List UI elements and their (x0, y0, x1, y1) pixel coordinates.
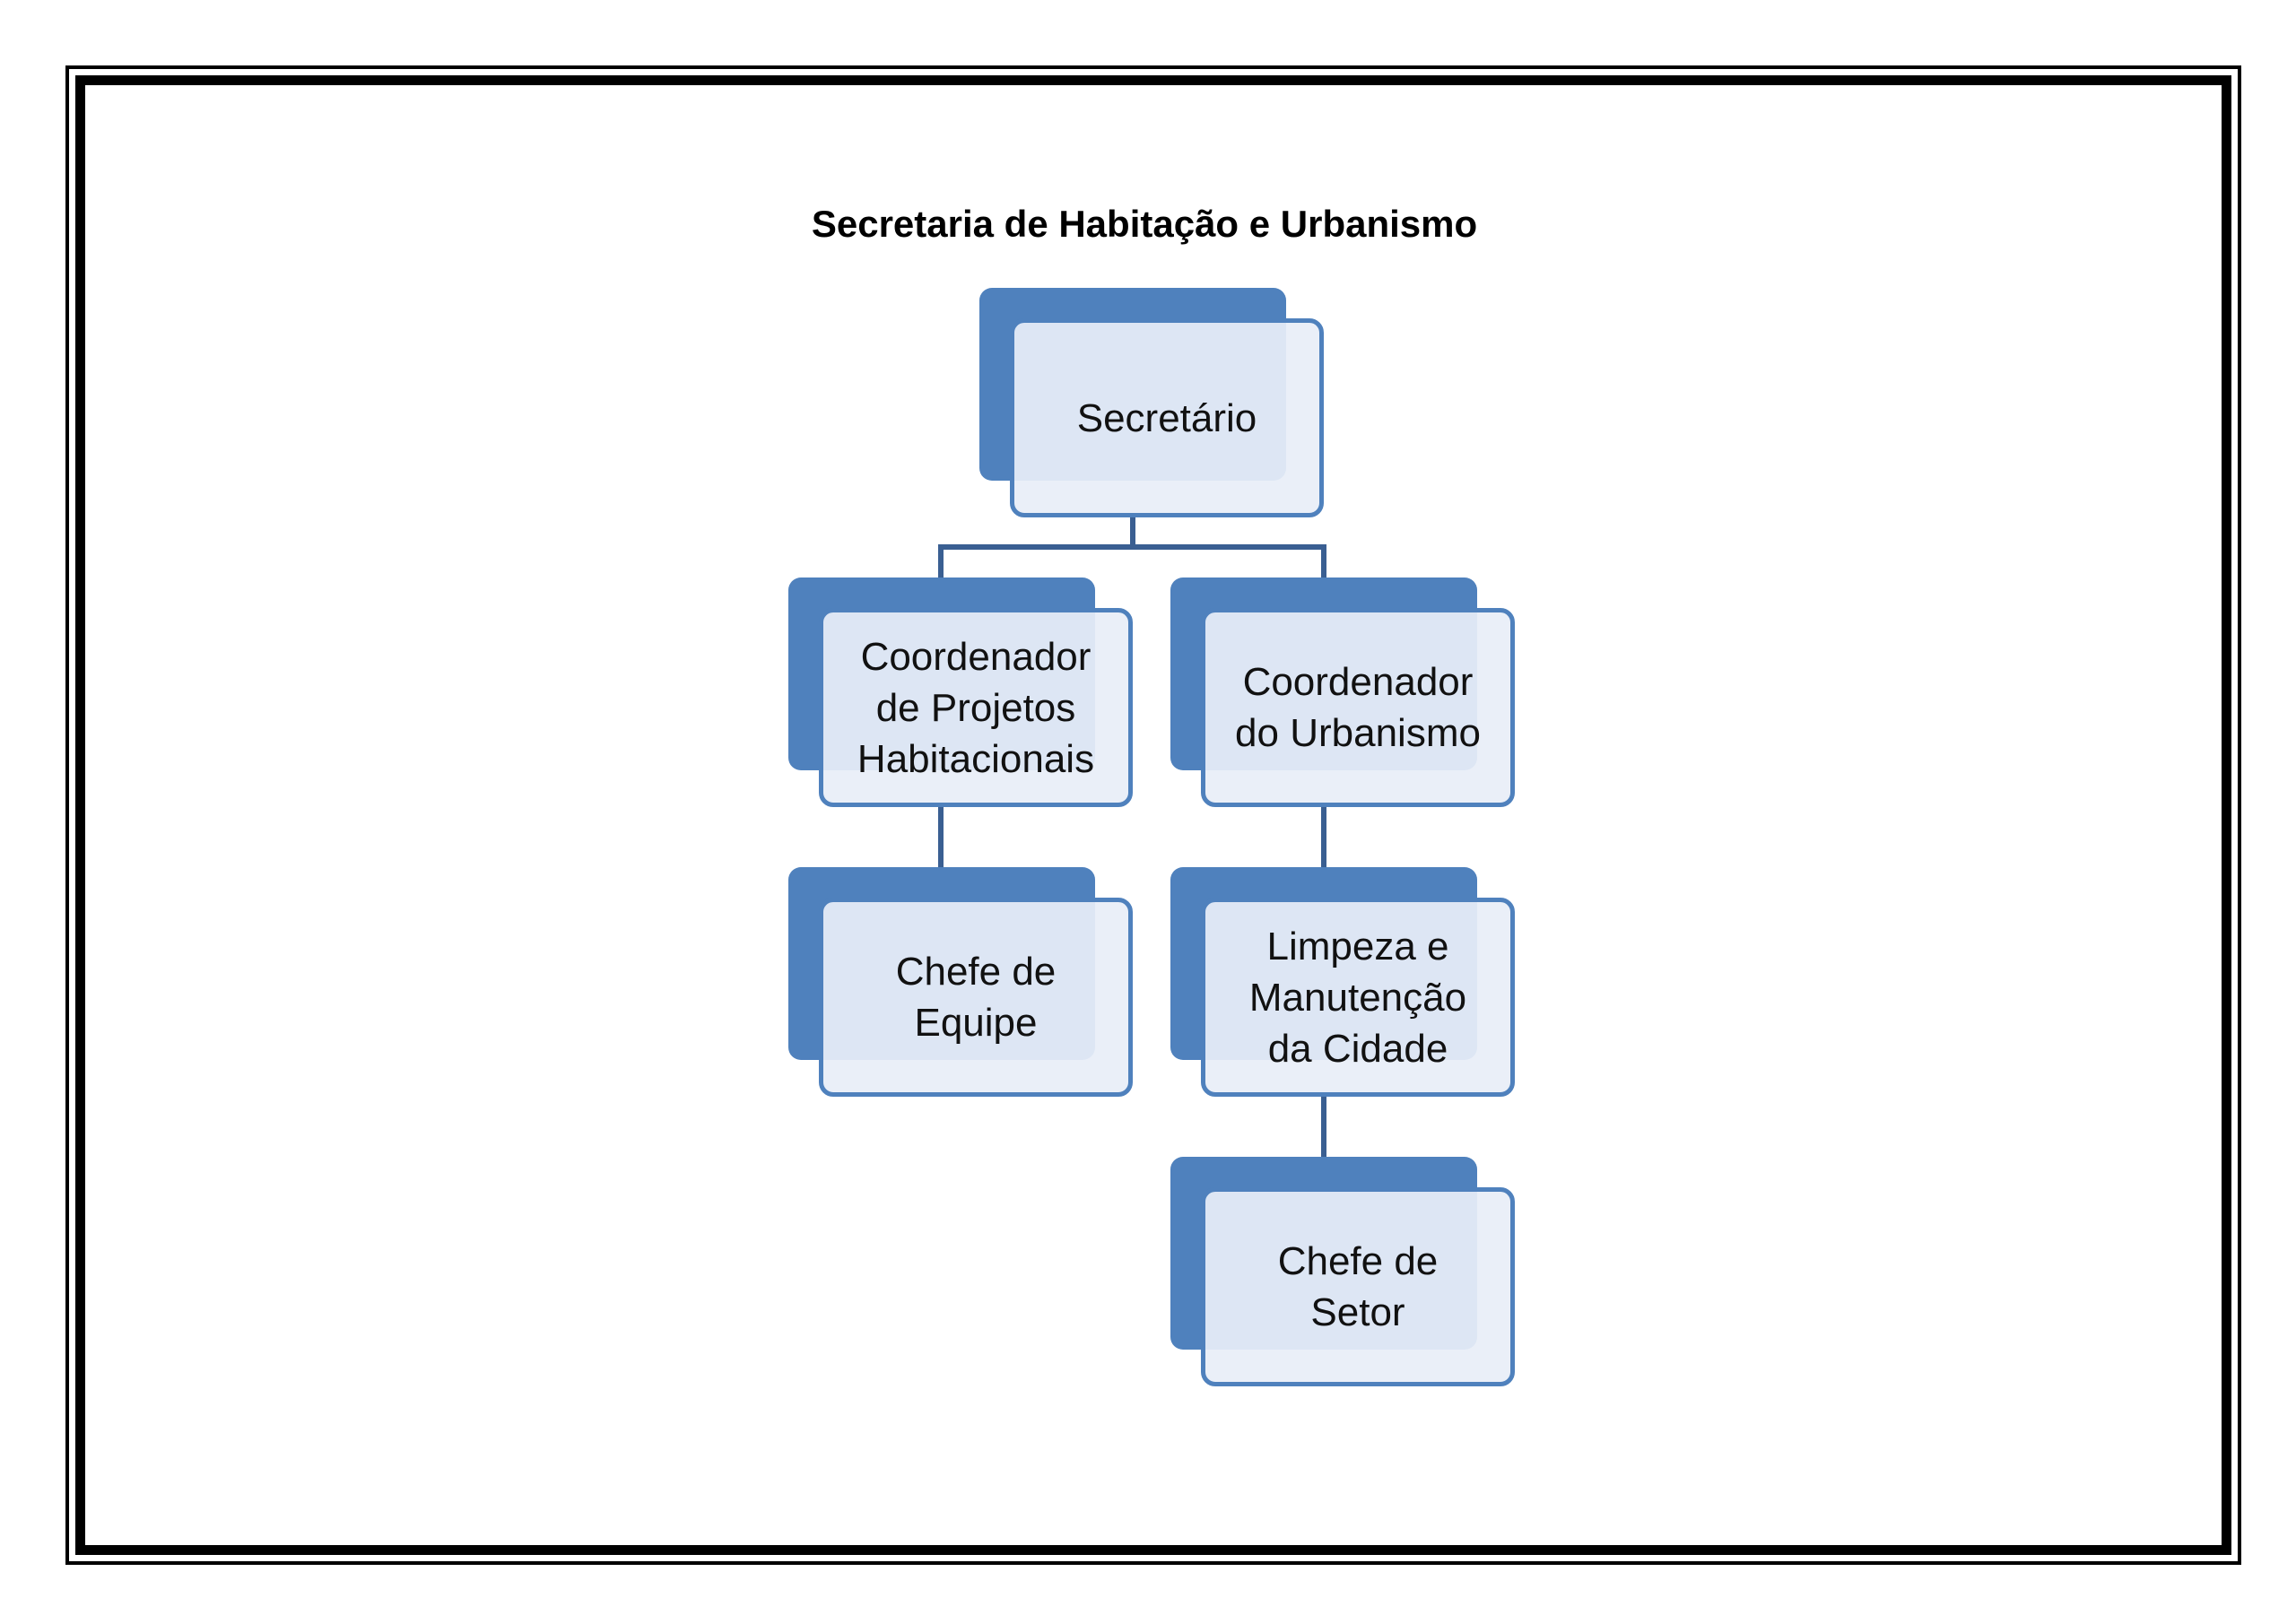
node-coordenador-urbanismo: Coordenador do Urbanismo (1170, 578, 1525, 812)
connector-root-stem (1130, 513, 1135, 547)
connector-to-chefe-setor (1321, 1095, 1326, 1161)
node-box: Limpeza e Manutenção da Cidade (1201, 898, 1515, 1097)
chart-title: Secretaria de Habitação e Urbanismo (811, 203, 1478, 245)
node-box: Secretário (1010, 318, 1324, 517)
connector-horizontal (938, 544, 1326, 550)
node-limpeza-manutencao: Limpeza e Manutenção da Cidade (1170, 867, 1525, 1102)
connector-to-coord-urbanismo (1321, 544, 1326, 580)
node-label: Chefe de Setor (1277, 1239, 1439, 1334)
connector-to-chefe-equipe (938, 805, 944, 872)
node-label: Limpeza e Manutenção da Cidade (1248, 924, 1467, 1071)
node-box: Coordenador do Urbanismo (1201, 608, 1515, 807)
node-label: Chefe de Equipe (895, 950, 1057, 1045)
page-border-inner (75, 75, 2231, 1555)
node-box: Coordenador de Projetos Habitacionais (819, 608, 1133, 807)
node-box: Chefe de Setor (1201, 1187, 1515, 1386)
connector-to-coord-projetos (938, 544, 944, 580)
node-label: Coordenador de Projetos Habitacionais (857, 634, 1095, 781)
node-chefe-equipe: Chefe de Equipe (788, 867, 1143, 1102)
node-box: Chefe de Equipe (819, 898, 1133, 1097)
node-label: Secretário (1076, 395, 1257, 440)
node-chefe-setor: Chefe de Setor (1170, 1157, 1525, 1392)
page-border-outer (65, 65, 2241, 1565)
node-label: Coordenador do Urbanismo (1235, 660, 1481, 755)
node-coordenador-projetos: Coordenador de Projetos Habitacionais (788, 578, 1143, 812)
node-secretario: Secretário (979, 288, 1334, 523)
connector-to-limpeza (1321, 805, 1326, 872)
